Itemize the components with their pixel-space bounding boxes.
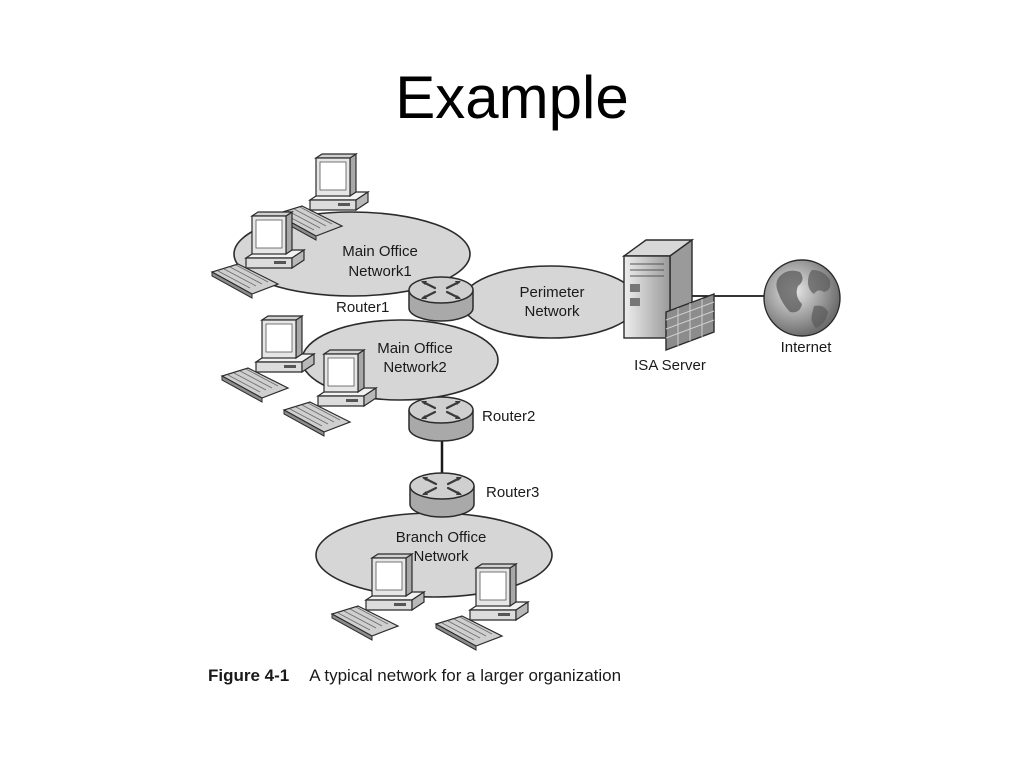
network-label: Network xyxy=(524,303,580,320)
network-label: Network2 xyxy=(383,359,446,376)
router-label: Router2 xyxy=(482,408,535,425)
slide-title: Example xyxy=(395,64,629,131)
router-label: Router1 xyxy=(336,299,389,316)
figure-caption: Figure 4-1 A typical network for a larger… xyxy=(208,666,621,686)
router-icon xyxy=(407,395,475,443)
figure-caption-text: A typical network for a larger organizat… xyxy=(309,666,622,685)
router-icon xyxy=(408,471,476,519)
router-label: Router3 xyxy=(486,484,539,501)
network-label: Main Office xyxy=(377,340,453,357)
server-label: ISA Server xyxy=(634,357,706,374)
network-label: Perimeter xyxy=(519,284,584,301)
network-label: Network xyxy=(413,548,469,565)
network-main-office-1 xyxy=(233,211,471,297)
globe-icon xyxy=(763,259,841,337)
network-perimeter xyxy=(461,265,639,339)
server-icon xyxy=(621,238,715,352)
network-label: Network1 xyxy=(348,263,411,280)
router-icon xyxy=(407,275,475,323)
workstation-icon xyxy=(221,315,315,403)
network-label: Main Office xyxy=(342,243,418,260)
figure-number: Figure 4-1 xyxy=(208,666,290,685)
internet-label: Internet xyxy=(781,339,833,356)
network-label: Branch Office xyxy=(396,529,487,546)
